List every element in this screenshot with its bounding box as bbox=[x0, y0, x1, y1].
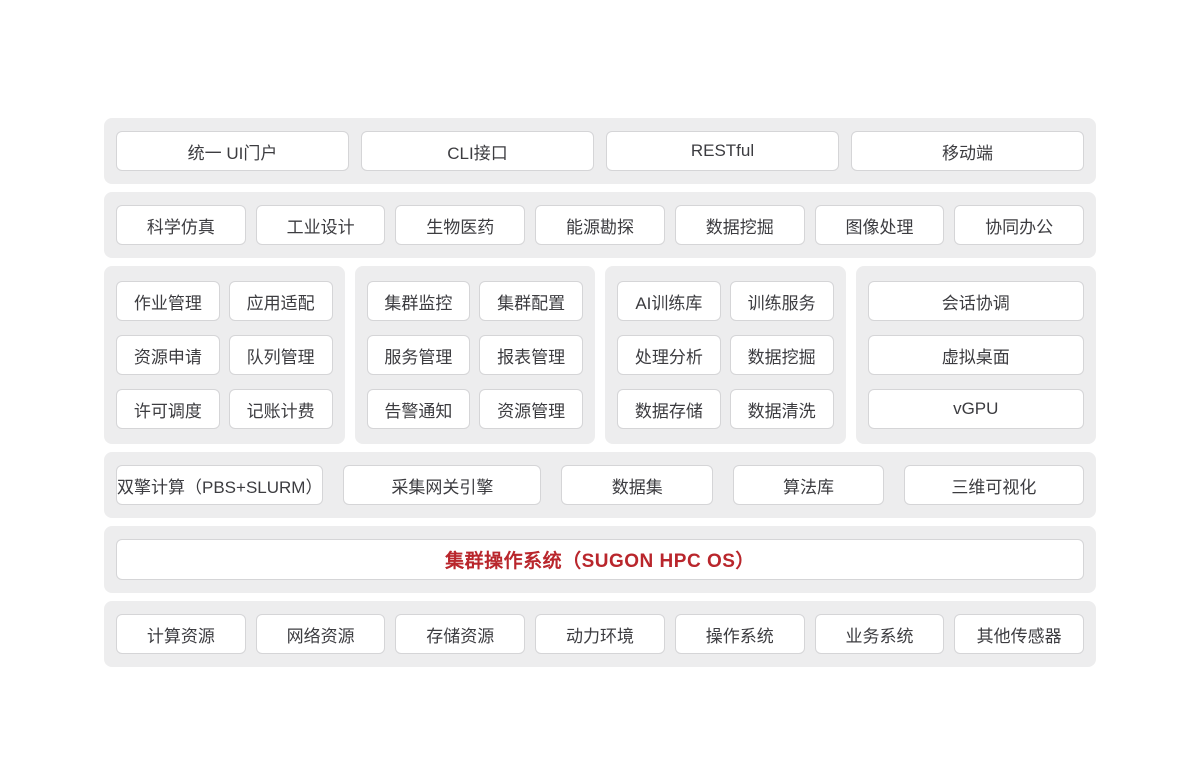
platform-item-cluster-monitoring: 集群监控 bbox=[366, 281, 471, 321]
ai-data-group: AI训练库 训练服务 处理分析 数据挖掘 数据存储 数据清洗 bbox=[605, 266, 846, 444]
ai-data-grid: AI训练库 训练服务 处理分析 数据挖掘 数据存储 数据清洗 bbox=[617, 281, 834, 429]
engine-item-3d-visualization: 三维可视化 bbox=[903, 465, 1084, 505]
app-item-industrial-design: 工业设计 bbox=[255, 205, 386, 245]
platform-item-processing-analysis: 处理分析 bbox=[617, 335, 721, 375]
resource-item-business-system: 业务系统 bbox=[814, 614, 945, 654]
app-item-image-processing: 图像处理 bbox=[814, 205, 945, 245]
cluster-management-group: 集群监控 集群配置 服务管理 报表管理 告警通知 资源管理 bbox=[354, 266, 595, 444]
resource-item-operating-system: 操作系统 bbox=[674, 614, 805, 654]
application-layer-panel: 科学仿真 工业设计 生物医药 能源勘探 数据挖掘 图像处理 协同办公 bbox=[104, 192, 1096, 258]
application-layer-row: 科学仿真 工业设计 生物医药 能源勘探 数据挖掘 图像处理 协同办公 bbox=[116, 205, 1085, 245]
access-layer-row: 统一 UI门户 CLI接口 RESTful 移动端 bbox=[116, 131, 1084, 171]
access-layer-panel: 统一 UI门户 CLI接口 RESTful 移动端 bbox=[104, 118, 1096, 184]
platform-item-data-mining: 数据挖掘 bbox=[729, 335, 834, 375]
platform-item-app-adaptation: 应用适配 bbox=[228, 281, 333, 321]
cluster-management-grid: 集群监控 集群配置 服务管理 报表管理 告警通知 资源管理 bbox=[366, 281, 583, 429]
platform-item-report-management: 报表管理 bbox=[479, 335, 583, 375]
os-layer-title: 集群操作系统（SUGON HPC OS） bbox=[116, 539, 1084, 580]
app-item-collaboration: 协同办公 bbox=[954, 205, 1085, 245]
platform-item-session-coordination: 会话协调 bbox=[867, 281, 1084, 321]
platform-layer: 作业管理 应用适配 资源申请 队列管理 许可调度 记账计费 集群监控 集群配置 … bbox=[104, 266, 1096, 444]
app-item-energy-exploration: 能源勘探 bbox=[535, 205, 665, 245]
engine-layer-row: 双擎计算（PBS+SLURM） 采集网关引擎 数据集 算法库 三维可视化 bbox=[116, 465, 1084, 505]
platform-item-license-scheduling: 许可调度 bbox=[116, 389, 220, 429]
job-management-group: 作业管理 应用适配 资源申请 队列管理 许可调度 记账计费 bbox=[104, 266, 345, 444]
access-item-mobile: 移动端 bbox=[851, 131, 1084, 171]
resource-item-compute: 计算资源 bbox=[116, 614, 246, 654]
engine-item-collection-gateway: 采集网关引擎 bbox=[343, 465, 542, 505]
platform-item-data-cleaning: 数据清洗 bbox=[729, 389, 834, 429]
platform-item-data-storage: 数据存储 bbox=[617, 389, 721, 429]
os-layer-panel: 集群操作系统（SUGON HPC OS） bbox=[104, 526, 1096, 593]
platform-item-alert-notification: 告警通知 bbox=[366, 389, 471, 429]
platform-item-accounting-billing: 记账计费 bbox=[228, 389, 333, 429]
session-group: 会话协调 虚拟桌面 vGPU bbox=[855, 266, 1096, 444]
app-item-scientific-simulation: 科学仿真 bbox=[116, 205, 246, 245]
app-item-biomedicine: 生物医药 bbox=[395, 205, 526, 245]
job-management-grid: 作业管理 应用适配 资源申请 队列管理 许可调度 记账计费 bbox=[116, 281, 333, 429]
resource-layer-row: 计算资源 网络资源 存储资源 动力环境 操作系统 业务系统 其他传感器 bbox=[116, 614, 1085, 654]
diagram-content: 统一 UI门户 CLI接口 RESTful 移动端 科学仿真 工业设计 生物医药… bbox=[104, 118, 1096, 675]
app-item-data-mining: 数据挖掘 bbox=[674, 205, 805, 245]
engine-item-dataset: 数据集 bbox=[561, 465, 714, 505]
platform-item-resource-request: 资源申请 bbox=[116, 335, 220, 375]
platform-item-job-management: 作业管理 bbox=[116, 281, 220, 321]
resource-item-other-sensors: 其他传感器 bbox=[954, 614, 1085, 654]
platform-item-cluster-config: 集群配置 bbox=[479, 281, 583, 321]
platform-item-virtual-desktop: 虚拟桌面 bbox=[867, 335, 1084, 375]
resource-item-network: 网络资源 bbox=[255, 614, 386, 654]
resource-layer-panel: 计算资源 网络资源 存储资源 动力环境 操作系统 业务系统 其他传感器 bbox=[104, 601, 1096, 667]
engine-item-algorithm-lib: 算法库 bbox=[733, 465, 884, 505]
platform-item-ai-training-lib: AI训练库 bbox=[617, 281, 721, 321]
platform-item-resource-management: 资源管理 bbox=[479, 389, 583, 429]
platform-item-vgpu: vGPU bbox=[867, 389, 1084, 429]
engine-layer-panel: 双擎计算（PBS+SLURM） 采集网关引擎 数据集 算法库 三维可视化 bbox=[104, 452, 1096, 518]
platform-item-queue-management: 队列管理 bbox=[228, 335, 333, 375]
resource-item-power-environment: 动力环境 bbox=[535, 614, 665, 654]
access-item-ui-portal: 统一 UI门户 bbox=[116, 131, 349, 171]
session-grid: 会话协调 虚拟桌面 vGPU bbox=[867, 281, 1084, 429]
platform-item-training-service: 训练服务 bbox=[729, 281, 834, 321]
resource-item-storage: 存储资源 bbox=[395, 614, 526, 654]
access-item-cli: CLI接口 bbox=[361, 131, 594, 171]
engine-item-dual-scheduler: 双擎计算（PBS+SLURM） bbox=[116, 465, 324, 505]
platform-item-service-management: 服务管理 bbox=[366, 335, 471, 375]
access-item-restful: RESTful bbox=[606, 131, 839, 171]
